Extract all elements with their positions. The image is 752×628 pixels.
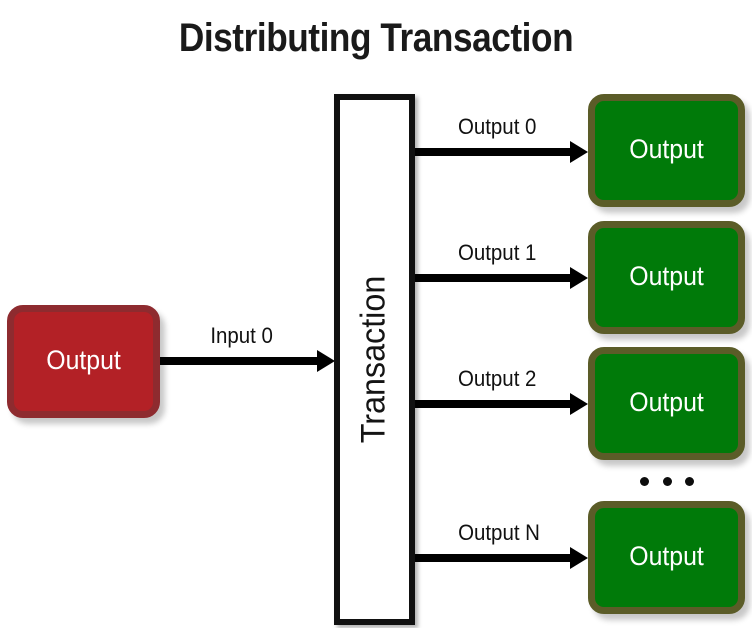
ellipsis-indicator: [640, 468, 694, 494]
input-output-node-label: Output: [46, 345, 121, 375]
output-node-n[interactable]: Output: [588, 501, 745, 614]
transaction-box[interactable]: [334, 94, 415, 625]
output-arrow-label-1: Output 1: [457, 240, 537, 265]
output-node-label-2: Output: [629, 387, 704, 417]
ellipsis-dot-1: [640, 476, 649, 486]
output-node-2[interactable]: Output: [588, 347, 745, 460]
output-arrow-n: [414, 554, 571, 562]
output-arrow-1: [414, 274, 571, 282]
output-node-1[interactable]: Output: [588, 221, 745, 334]
ellipsis-dot-3: [685, 476, 694, 486]
ellipsis-dot-2: [662, 476, 672, 486]
output-arrow-2: [414, 400, 571, 408]
input-arrow-label: Input 0: [210, 323, 273, 348]
output-arrow-label-n: Output N: [458, 520, 540, 545]
page-title: Distributing Transaction: [178, 16, 574, 60]
input-output-node[interactable]: Output: [7, 305, 160, 418]
output-node-label-1: Output: [629, 261, 704, 291]
output-node-0[interactable]: Output: [588, 94, 745, 207]
output-node-label-n: Output: [629, 541, 704, 571]
output-arrow-label-2: Output 2: [457, 366, 537, 391]
output-arrow-0: [414, 148, 571, 156]
input-arrow: [160, 357, 318, 365]
output-arrow-label-0: Output 0: [457, 114, 537, 139]
output-node-label-0: Output: [629, 134, 704, 164]
